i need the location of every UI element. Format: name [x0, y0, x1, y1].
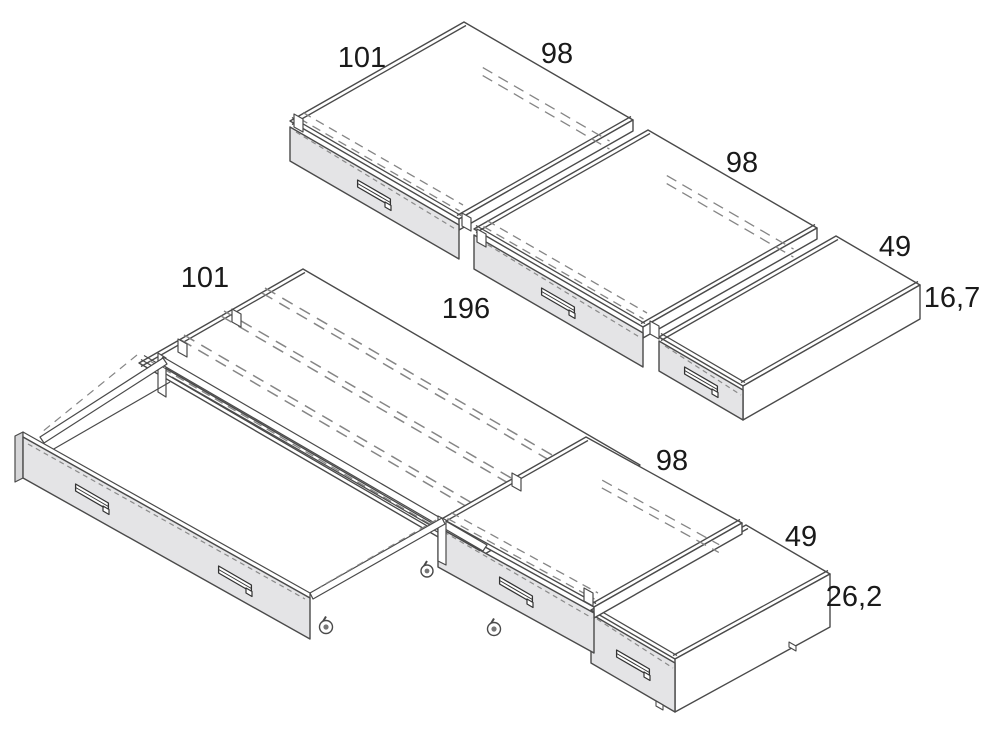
panel-top-serration [596, 618, 674, 669]
frame-front-post [437, 515, 447, 566]
foot-glide [655, 700, 664, 711]
bed-frame-width-label: 101 [181, 262, 229, 294]
hidden-line [483, 225, 644, 320]
drawer-handle-line [684, 370, 718, 390]
drawer-back-rim-inner [160, 365, 481, 552]
top-middle-drawer-illustration [473, 129, 818, 368]
corner-notch [511, 472, 522, 492]
top-middle-drawer-depth-label: 98 [726, 147, 758, 179]
panel-left-edge [14, 431, 24, 483]
drawer-handle-cap [245, 587, 253, 598]
lid-edge-line [291, 116, 462, 217]
drawer-handle-cap [711, 388, 719, 399]
lid-edge-line [140, 358, 479, 557]
drawer-handle-cap [568, 309, 576, 320]
bottom-middle-drawer-illustration [437, 436, 743, 654]
panel-face [22, 436, 311, 640]
lid-edge-line [456, 115, 632, 217]
lid-edge-line [592, 605, 678, 657]
drawer-handle-cap [643, 671, 651, 682]
caster-hub [323, 624, 329, 630]
top-left-drawer-illustration [289, 21, 634, 260]
top-right-low-box-illustration [658, 235, 921, 421]
bed-frame-length-label: 196 [442, 293, 490, 325]
panel-top-serration [479, 239, 642, 339]
corner-notch [649, 320, 660, 340]
top-right-box-depth-label: 49 [879, 231, 911, 263]
lid-edge-line [591, 518, 741, 605]
slat-hidden-line [220, 315, 559, 513]
drawer-handle-line [218, 569, 252, 589]
drawer-handle-cap [384, 201, 392, 212]
lid-edge-line [672, 569, 829, 657]
drawer-handle-cap [526, 598, 534, 609]
lid-edge-line [740, 280, 919, 384]
interior-back-wall-line [171, 376, 471, 549]
caster-hub [491, 626, 497, 632]
hidden-line [482, 67, 610, 142]
top-right-box-height-label: 16,7 [924, 282, 980, 314]
hidden-line [450, 511, 599, 594]
hidden-line [601, 487, 720, 553]
hidden-line [149, 360, 467, 546]
lid-edge-line [439, 516, 597, 605]
drawer-handle-line [499, 580, 533, 600]
panel-top-serration [295, 131, 458, 231]
lid-edge-line [660, 238, 839, 342]
dimension-labels: 101 98 98 49 16,7 101 196 98 49 26,2 [181, 38, 980, 613]
drawer-left-rim [39, 357, 168, 444]
slat-hidden-line [183, 334, 521, 532]
panel-top-serration [443, 531, 593, 619]
corner-notch [231, 308, 242, 328]
drawer-right-rim [309, 517, 446, 600]
drawer-handle-line [541, 291, 575, 311]
hidden-line [447, 517, 595, 600]
hidden-line [601, 479, 720, 546]
caster-hub [424, 568, 430, 574]
pulled-out-bed-drawer-illustration [14, 354, 502, 640]
hidden-line [319, 519, 437, 588]
panel-top-serration [27, 443, 306, 600]
slat-hidden-line [261, 292, 600, 490]
lid-edge-line [291, 24, 467, 126]
lid-edge-line [475, 132, 651, 234]
lid-edge-line [640, 223, 816, 325]
drawer-handle-line [357, 183, 391, 203]
lid-edge-line [475, 224, 646, 325]
drawer-handle-line [75, 487, 109, 507]
hidden-line [486, 219, 648, 314]
drawer-handle-cap [102, 505, 110, 516]
lid-edge-line [140, 271, 306, 368]
interior-left-wall-line [51, 381, 171, 451]
foot-glide [788, 641, 797, 652]
panel-top-serration [664, 345, 742, 396]
top-left-drawer-width-label: 101 [338, 42, 386, 74]
slat-hidden-line [223, 310, 562, 508]
corner-notch [476, 228, 487, 248]
slat-hidden-line [264, 287, 603, 485]
lid-edge-line [660, 332, 746, 384]
top-left-drawer-depth-label: 98 [541, 38, 573, 70]
slat-hidden-line [180, 339, 518, 537]
hidden-line [41, 354, 138, 433]
corner-notch [177, 338, 188, 358]
hidden-line [666, 175, 794, 250]
hidden-line [666, 182, 794, 258]
hidden-line [482, 74, 610, 150]
corner-notch [293, 113, 304, 133]
hidden-line [302, 111, 464, 206]
corner-notch [583, 587, 594, 607]
drawer-handle-line [616, 653, 650, 673]
corner-notch [461, 212, 472, 232]
bottom-right-box-depth-label: 49 [785, 521, 817, 553]
hidden-line [299, 117, 460, 212]
bottom-middle-drawer-depth-label: 98 [656, 445, 688, 477]
bottom-right-box-height-label: 26,2 [826, 581, 882, 613]
